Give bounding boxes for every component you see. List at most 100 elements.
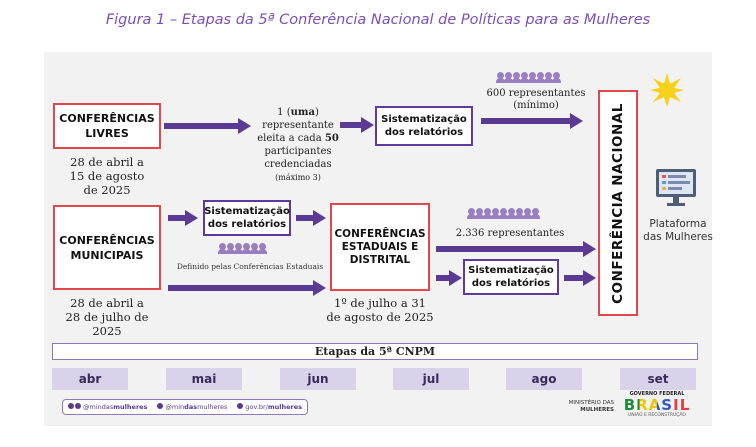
estaduais-dates-2: de agosto de 2025 [326,310,434,324]
representation-note: 1 (uma) representante eleita a cada 50 p… [248,106,348,184]
arrow-estaduais-head [449,270,462,286]
sistematizacao-top-box: Sistematização dos relatórios [375,106,473,146]
globe-icon [237,403,244,409]
plataforma-line-2: das Mulheres [643,231,713,243]
ministry-line-2: MULHERES [580,407,614,413]
month-mai: mai [166,368,242,390]
arrow-sist-bottom-shaft [564,275,584,281]
handle1-post: mulheres [113,403,148,411]
note-word: uma [290,107,315,118]
note-line-5: credenciadas [264,159,332,170]
social-site[interactable]: gov.br/mulheres [237,403,302,411]
arrow-sist-middle-shaft [296,215,314,221]
month-jul: jul [393,368,469,390]
arrow-sist-middle-head [313,210,326,226]
municipais-dates-1: 28 de abril a [70,296,144,310]
arrow-municipais-long-shaft [168,285,314,291]
note-line-3-num: 50 [324,133,339,144]
conferencias-municipais-box: CONFERÊNCIAS MUNICIPAIS [53,205,161,290]
estaduais-line-1: CONFERÊNCIAS [334,227,426,240]
arrow-livres-head [238,118,251,134]
estaduais-dates-1: 1º de julho a 31 [334,296,426,310]
gov-brasil: BRASIL [623,396,691,414]
representantes-600-line-2: (mínimo) [513,100,559,111]
representantes-600-label: 600 representantes (mínimo) [478,88,594,112]
conferencias-estaduais-box: CONFERÊNCIAS ESTADUAIS E DISTRITAL [330,203,430,291]
sistematizacao-middle-line-2: dos relatórios [207,219,287,230]
arrow-municipais-shaft [168,215,186,221]
definido-note: Definido pelas Conferências Estaduais [176,262,324,271]
arrow-note-head [361,117,374,133]
arrow-livres-shaft [164,123,239,129]
conferencia-nacional-box: CONFERÊNCIA NACIONAL [598,90,638,316]
representatives-icon-2336 [467,208,540,219]
ministry-line-1: MINISTÉRIO DAS [568,400,614,406]
handle2-mid: das [184,403,198,411]
note-line-3: eleita a cada 50 [248,132,348,145]
handle1-mid: das [101,403,114,411]
facebook-icon [74,403,81,409]
representatives-icon-600 [496,72,561,83]
sun-icon [650,73,684,107]
conferencias-livres-title-2: LIVRES [85,127,129,140]
plataforma-label: Plataforma das Mulheres [638,218,718,244]
sistematizacao-top-line-2: dos relatórios [384,127,464,138]
sistematizacao-bottom-box: Sistematização dos relatórios [463,259,559,295]
gov-bottom: UNIÃO E RECONSTRUÇÃO [628,413,686,418]
instagram-icon [67,403,74,409]
arrow-600-head [570,113,583,129]
note-line-1: 1 (uma) [277,107,319,118]
conferencias-livres-box: CONFERÊNCIAS LIVRES [53,103,161,149]
site-pre: gov.br/ [245,403,268,411]
ministry-label: MINISTÉRIO DAS MULHERES [548,400,614,414]
figure-caption: Figura 1 – Etapas da 5ª Conferência Naci… [105,12,651,28]
arrow-municipais-head [185,210,198,226]
monitor-icon [656,169,696,206]
conferencias-estaduais-dates: 1º de julho a 31 de agosto de 2025 [320,296,440,324]
site-post: mulheres [267,403,303,411]
conferencias-livres-dates: 28 de abril a 15 de agosto de 2025 [53,155,161,197]
conferencias-municipais-dates: 28 de abril a 28 de julho de 2025 [53,296,161,338]
arrow-note-shaft [340,122,362,128]
note-num: 1 [277,107,284,118]
sistematizacao-middle-box: Sistematização dos relatórios [203,200,291,236]
conferencia-nacional-title: CONFERÊNCIA NACIONAL [609,102,626,304]
livres-dates-2: 15 de agosto [69,169,145,183]
note-line-3-pre: eleita a cada [257,133,322,144]
month-set: set [620,368,696,390]
arrow-municipais-long-head [313,280,326,296]
municipais-title-1: CONFERÊNCIAS [59,233,155,247]
gov-top: GOVERNO FEDERAL [629,391,685,397]
representatives-icon-definido [218,243,267,254]
conferencias-livres-title-1: CONFERÊNCIAS [59,112,155,125]
month-jun: jun [280,368,356,390]
arrow-estaduais-shaft [436,275,450,281]
note-line-4: participantes [264,146,332,157]
municipais-dates-2: 28 de julho de [65,310,149,324]
month-abr: abr [52,368,128,390]
timeline-title: Etapas da 5ª CNPM [52,343,698,360]
municipais-title-2: MUNICIPAIS [70,248,144,262]
plataforma-line-1: Plataforma [649,218,707,230]
note-line-6: (máximo 3) [275,173,321,182]
arrow-2336-shaft [436,246,584,252]
estaduais-line-3: DISTRITAL [349,253,411,266]
arrow-sist-bottom-head [583,270,596,286]
social-handle-2[interactable]: @mindasmulheres [157,403,227,411]
livres-dates-1: 28 de abril a [70,155,144,169]
twitter-icon [157,403,164,409]
livres-dates-3: de 2025 [83,183,131,197]
municipais-dates-3: 2025 [92,324,122,338]
handle2-pre: @min [165,403,185,411]
estaduais-line-2: ESTADUAIS E [341,240,419,253]
social-handle-1[interactable]: @mindasmulheres [67,403,148,411]
arrow-600-shaft [481,118,571,124]
social-links-bar: @mindasmulheres @mindasmulheres gov.br/m… [62,399,308,415]
sistematizacao-bottom-line-1: Sistematização [468,265,554,276]
representantes-2336-label: 2.336 representantes [455,228,565,239]
representantes-600-line-1: 600 representantes [486,88,586,99]
sistematizacao-top-line-1: Sistematização [381,114,467,125]
sistematizacao-middle-line-1: Sistematização [204,206,290,217]
handle2-post: mulheres [197,403,228,411]
month-ago: ago [506,368,582,390]
